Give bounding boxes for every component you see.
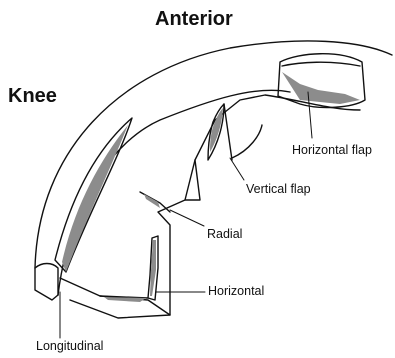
horizontal-flap-shade (282, 72, 360, 104)
longitudinal-label: Longitudinal (36, 340, 103, 353)
radial-label: Radial (207, 228, 242, 241)
horizontal-flap-label: Horizontal flap (292, 144, 372, 157)
knee-label: Knee (8, 86, 57, 106)
meniscus-end-cap (35, 268, 58, 300)
inner-free-edge (158, 95, 360, 315)
horizontal-label: Horizontal (208, 285, 264, 298)
anterior-label: Anterior (155, 9, 233, 29)
vertical-flap-label: Vertical flap (246, 183, 311, 196)
leader-radial (170, 210, 204, 226)
leader-vertical-flap (230, 158, 244, 180)
